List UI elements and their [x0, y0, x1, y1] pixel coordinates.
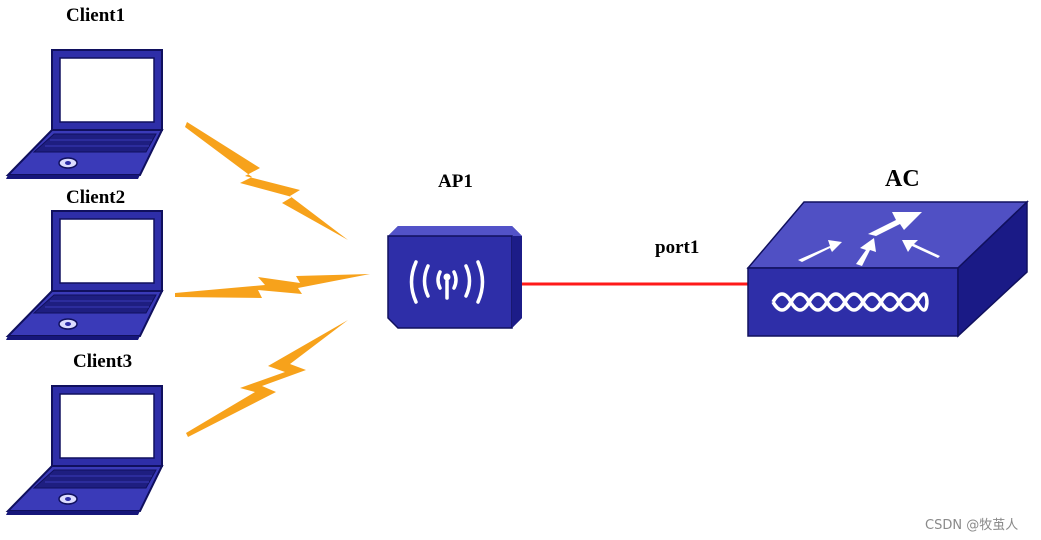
ac-arrows-icon	[798, 212, 940, 266]
ac-wave-icon	[771, 292, 929, 312]
wireless-link-client2	[175, 274, 370, 298]
ac-label: AC	[885, 166, 920, 192]
watermark: CSDN @牧茧人	[925, 518, 1019, 533]
client2-label: Client2	[66, 187, 126, 208]
client1-laptop-icon	[5, 49, 163, 180]
client2-laptop-icon	[5, 210, 163, 341]
client1-label: Client1	[66, 5, 126, 26]
wireless-link-client3	[186, 320, 348, 437]
port1-label: port1	[655, 237, 700, 258]
client3-laptop-icon	[5, 385, 163, 516]
ap1-label: AP1	[438, 171, 473, 192]
ap1-device-icon	[387, 226, 522, 329]
wifi-antenna-icon	[409, 260, 485, 304]
wireless-link-client1	[185, 122, 348, 240]
ac-controller-icon	[746, 200, 1029, 338]
client3-label: Client3	[73, 351, 133, 372]
